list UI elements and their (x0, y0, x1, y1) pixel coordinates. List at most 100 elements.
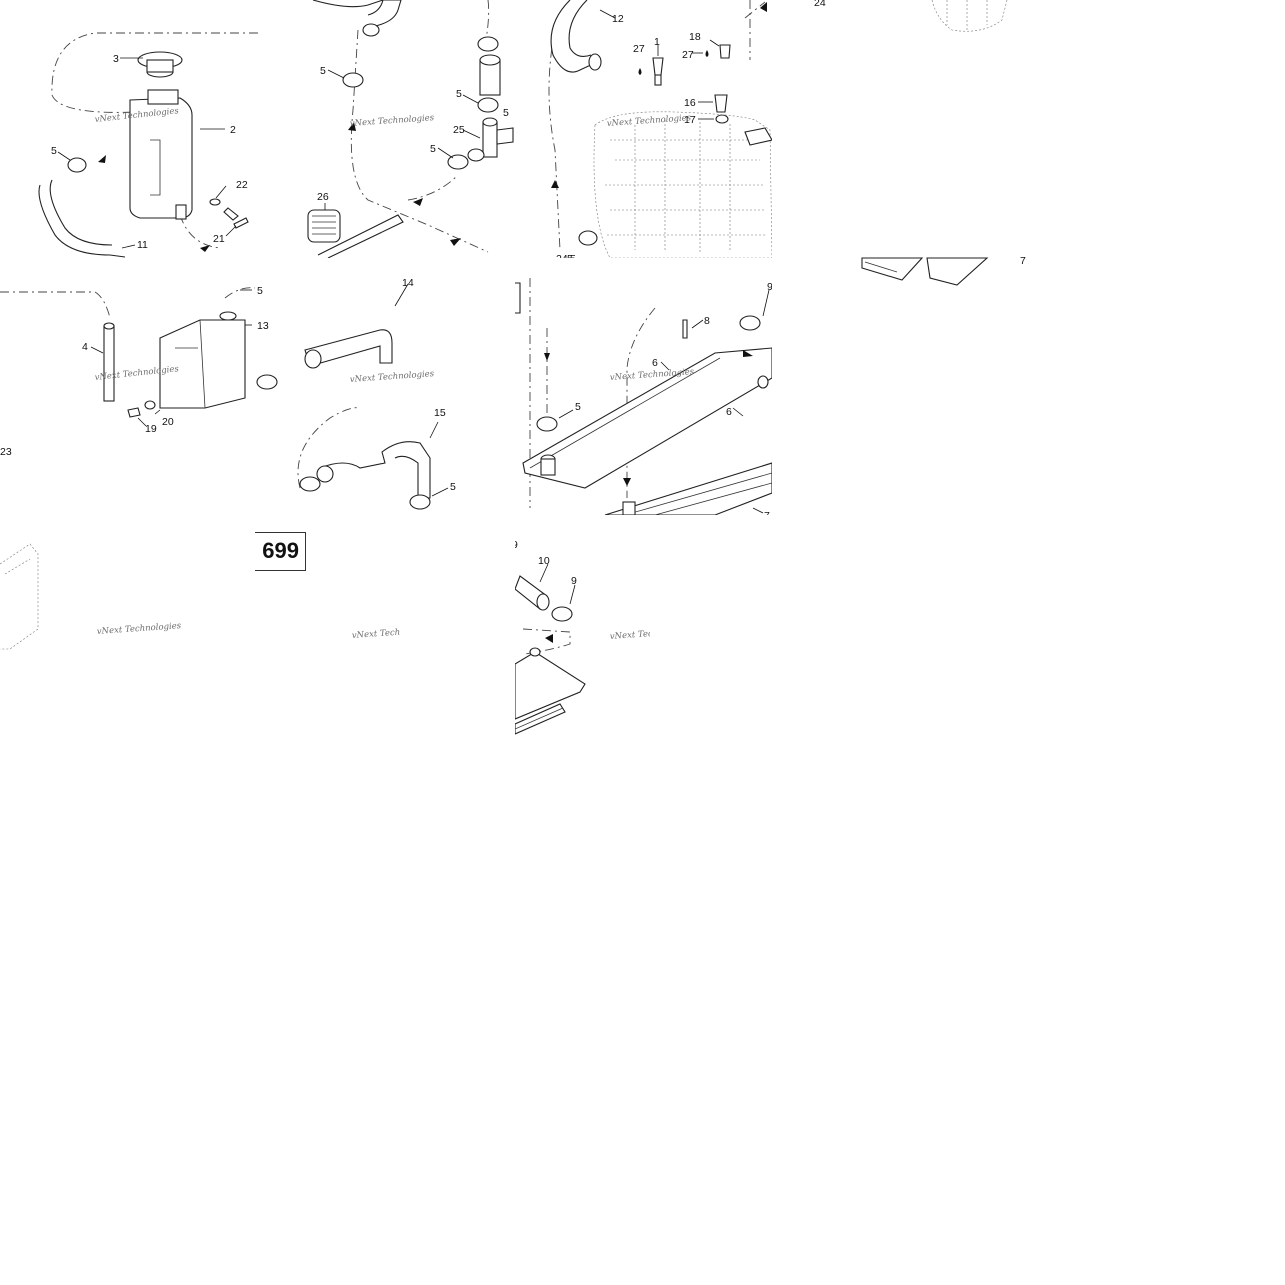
tile-expansion-tank: 3 2 5 22 21 11 vNext Technologies (0, 0, 258, 258)
callout-label: 5 (320, 65, 326, 77)
watermark-text: vNext Technologies (607, 113, 693, 129)
coolant-hose (304, 329, 393, 369)
callout-label: 2 (230, 124, 236, 136)
callout-label: 5 (430, 143, 436, 155)
callout-label: 10 (538, 555, 550, 567)
callout-label: 18 (689, 31, 701, 43)
callout-label: 15 (434, 407, 446, 419)
figure-number-box: 699 (255, 532, 306, 571)
hose-clamp (67, 155, 106, 173)
callout-label: 16 (684, 97, 696, 109)
tile-hoses-fittings: 5 5 5 25 5 26 vNext Technologies (258, 0, 515, 258)
callout-label: 5 (456, 88, 462, 100)
hose-clamp (536, 416, 558, 432)
elbow-fitting (714, 94, 728, 113)
callout-label: 26 (317, 191, 329, 203)
callout-label: 9 (571, 575, 577, 587)
callout-label: 3 (113, 53, 119, 65)
figure-number: 699 (262, 538, 299, 563)
callout-label: 22 (236, 179, 248, 191)
sealant-drop-icon (638, 68, 642, 75)
expansion-tank (129, 89, 193, 220)
engine-block (593, 111, 772, 258)
coolant-hose (38, 179, 126, 258)
callout-label: 23 (0, 446, 12, 458)
watermark-text: vNext Technologies (350, 113, 436, 129)
coolant-hose (515, 575, 550, 611)
hose-clamp (409, 494, 431, 510)
coolant-hose (312, 0, 402, 37)
screw (223, 207, 239, 221)
callout-label: 13 (257, 320, 269, 332)
callout-label: 5 (450, 481, 456, 493)
callout-label: 27 (682, 49, 694, 61)
callout-label: 5 (570, 253, 576, 258)
tile-engine-top-right: 24 7 (772, 0, 1030, 290)
thermostat-housing (159, 311, 246, 409)
radiator-corner (515, 647, 586, 735)
hose-clamp (477, 36, 499, 52)
callout-label: 27 (633, 43, 645, 55)
hose-clamp (477, 97, 499, 113)
radiator (522, 347, 772, 489)
callout-label: 24 (556, 253, 568, 258)
callout-label: 4 (82, 341, 88, 353)
callout-label: 5 (575, 401, 581, 413)
callout-label: 8 (704, 315, 710, 327)
coolant-tube (479, 54, 501, 96)
bleeder-screw (127, 407, 141, 418)
callout-label: 14 (402, 277, 414, 289)
o-ring (715, 114, 729, 124)
temperature-sensor (652, 57, 664, 86)
tile-lower-left-fragment: vNext Technologies vNext Technologies (0, 534, 400, 664)
sealant-drop-icon (705, 50, 709, 57)
hose-clamp (739, 315, 761, 331)
hose-clamp (299, 476, 321, 492)
callout-label: 7 (1020, 255, 1026, 267)
callout-label: 11 (137, 239, 148, 251)
tile-thermostat-hoses: 5 13 14 4 20 19 15 5 23 vNext Technologi… (0, 258, 515, 515)
callout-label: 9 (515, 539, 518, 551)
engine-block-fragment (931, 0, 1008, 32)
tile-engine-sensors: 12 27 1 18 27 16 17 5 24 5 vNext Technol… (515, 0, 772, 258)
watermark-text: vNext Technologies (97, 621, 183, 637)
callout-label: 9 (767, 281, 772, 293)
callout-label: 20 (162, 416, 174, 428)
callout-label: 1 (654, 36, 660, 48)
rivet (682, 319, 688, 339)
callout-label: 24 (814, 0, 826, 9)
coolant-tube (103, 322, 115, 402)
callout-label: 5 (51, 145, 57, 157)
callout-label: 17 (684, 114, 696, 126)
callout-label: 5 (567, 253, 573, 258)
callout-label: 7 (764, 510, 770, 515)
callout-label: 12 (612, 13, 624, 25)
tile-radiator: 8 9 6 6 5 7 vNext Technologies (515, 258, 772, 515)
sensor-fitting (719, 44, 731, 59)
radiator-cap (137, 51, 183, 78)
callout-label: 19 (145, 423, 157, 435)
coolant-hose (550, 0, 602, 73)
t-fitting (467, 117, 514, 162)
hose-clamp (447, 154, 469, 170)
radiator-edge (861, 257, 989, 286)
tile-radiator-inlet: 10 9 9 vNext Technologies (515, 534, 650, 746)
callout-label: 21 (213, 233, 225, 245)
washer (144, 400, 156, 410)
hose-clamp (551, 606, 573, 622)
screw (233, 217, 249, 229)
coolant-hose (316, 441, 431, 499)
hose-clamp (256, 374, 278, 390)
hose-clamp (342, 72, 364, 88)
spring-sleeve (307, 209, 341, 243)
watermark-text: vNext Technologies (350, 369, 436, 385)
washer (209, 198, 221, 206)
watermark-text: vNext Technologies (610, 626, 650, 642)
callout-label: 5 (503, 107, 509, 119)
callout-label: 5 (257, 285, 263, 297)
callout-label: 6 (652, 357, 658, 369)
hose-clamp (578, 230, 598, 246)
watermark-text: vNext Technologies (352, 625, 400, 641)
radiator-protector (604, 462, 772, 515)
